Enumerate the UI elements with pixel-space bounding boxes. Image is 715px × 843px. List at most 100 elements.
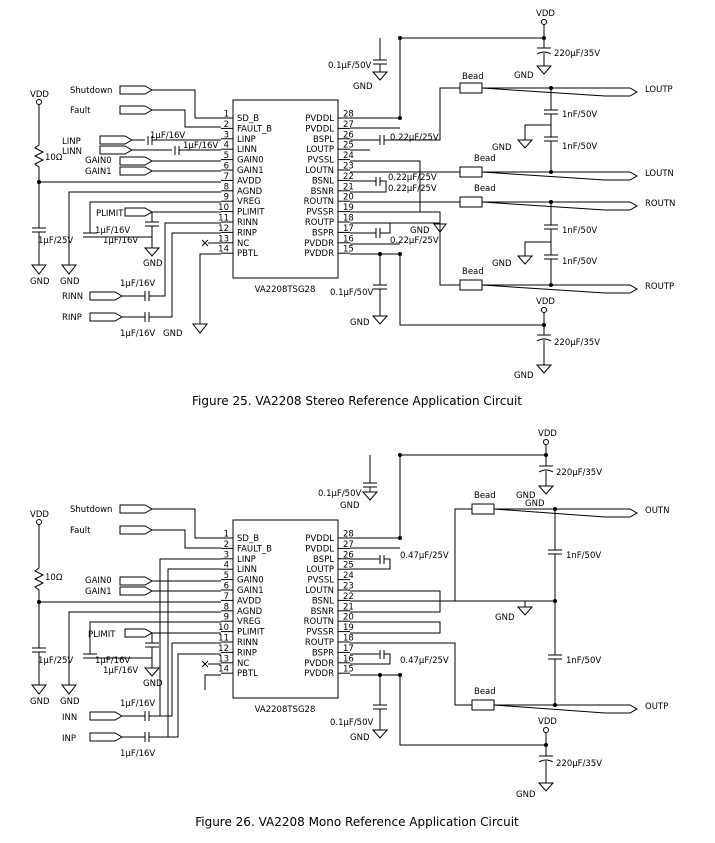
bspl-cap: [350, 555, 391, 570]
pin-number: 20: [343, 613, 354, 623]
pin-number: 21: [343, 182, 354, 192]
vdd-label-3: VDD: [536, 297, 555, 307]
cap-220uF-top: [537, 445, 555, 495]
pin-name: BSNL: [312, 176, 334, 186]
pin-name: AVDD: [237, 596, 262, 606]
pin-name: PVDDL: [305, 534, 334, 544]
bead-label: Bead: [474, 154, 496, 164]
gain1-label: GAIN1: [85, 587, 112, 597]
chip-right-pins: 28PVDDL27PVDDL26BSPL25LOUTP24PVSSL23LOUT…: [304, 110, 354, 260]
c-inn-label: 1μF/16V: [120, 699, 155, 709]
in-ports: [89, 711, 124, 742]
chip-body: [232, 519, 339, 699]
pin-number: 18: [343, 634, 354, 644]
pin-name: LINN: [237, 565, 257, 575]
c1n-label: 1nF/50V: [566, 656, 601, 666]
pin-number: 5: [224, 151, 229, 161]
fault-label: Fault: [70, 526, 91, 536]
pin-number: 21: [343, 602, 354, 612]
pbtl-wire: [191, 253, 221, 334]
pin-name: ROUTN: [304, 197, 334, 207]
pin-number: 2: [224, 540, 229, 550]
shutdown-port: [119, 85, 154, 95]
gain0-label: GAIN0: [85, 156, 112, 166]
gnd-label: GND: [353, 82, 373, 92]
pin-number: 19: [343, 623, 354, 633]
pin-number: 5: [224, 571, 229, 581]
c1n-label: 1nF/50V: [562, 226, 597, 236]
pin-name: PVDDL: [305, 544, 334, 554]
shutdown-wire: [152, 508, 221, 539]
gnd-label: GND: [492, 143, 512, 153]
pin-number: 26: [343, 130, 354, 140]
pbtl-wire: [204, 674, 221, 690]
gnd-label: GND: [30, 277, 50, 287]
pin-name: AGND: [237, 607, 263, 617]
plimit-wire: [143, 632, 221, 677]
nc-mark: [201, 239, 221, 247]
routn-wire: [350, 191, 639, 211]
gnd-label: GND: [410, 226, 430, 236]
loutp-wire: [350, 87, 460, 151]
outp-port: [493, 704, 639, 714]
routp-caps: [544, 202, 558, 285]
c-bsnl-label: 0.22μF/25V: [388, 173, 437, 183]
c-linp-label: 1μF/16V: [150, 131, 185, 141]
gnd-mid: [440, 600, 555, 616]
pin-number: 10: [218, 203, 229, 213]
shutdown-port: [119, 504, 154, 514]
vreg-wire: [83, 201, 221, 238]
gnd-label: GND: [514, 371, 534, 381]
cap-220uF-bottom: [535, 313, 553, 374]
pin-name: SD_B: [237, 114, 259, 124]
bead-loutp: [459, 82, 483, 94]
resistor-10ohm: [33, 105, 45, 182]
vdd-terminal: [543, 727, 549, 733]
pin-name: PBTL: [237, 249, 258, 259]
pin-number: 9: [224, 193, 229, 203]
loutp-port: [481, 87, 639, 97]
c1n-label: 1nF/50V: [562, 142, 597, 152]
pin-number: 18: [343, 214, 354, 224]
gain-ports: [119, 156, 154, 176]
pin-name: BSNL: [312, 596, 334, 606]
pin-name: PLIMIT: [237, 628, 265, 638]
c-bot-label: 0.1μF/50V: [330, 718, 373, 728]
in-wires: [122, 642, 221, 742]
gnd-label: GND: [143, 259, 163, 269]
pin-name: AGND: [237, 187, 263, 197]
c-avdd-label: 1μF/25V: [38, 656, 73, 666]
pin-number: 6: [224, 582, 229, 592]
pin-number: 24: [343, 151, 354, 161]
c-bspl-label: 0.47μF/25V: [400, 551, 449, 561]
pin-name: GAIN0: [237, 156, 264, 166]
gain1-label: GAIN1: [85, 167, 112, 177]
gnd-label: GND: [350, 733, 370, 743]
pin-name: GAIN0: [237, 576, 264, 586]
c220-label: 220μF/35V: [556, 759, 602, 769]
gnd-label: GND: [340, 501, 360, 511]
pin-name: PVSSL: [308, 576, 335, 586]
bead-label: Bead: [462, 267, 484, 277]
c-avdd-label: 1μF/25V: [38, 236, 73, 246]
fault-label: Fault: [70, 106, 91, 116]
gnd-label: GND: [163, 329, 183, 339]
c-rinn-label: 1μF/16V: [120, 279, 155, 289]
pin-name: LOUTN: [305, 586, 334, 596]
pin-number: 13: [218, 654, 229, 664]
lin-caps: [132, 136, 221, 155]
pin-name: BSNR: [311, 187, 334, 197]
c-bspl-label: 0.22μF/25V: [390, 133, 439, 143]
pin-name: FAULT_B: [237, 544, 272, 554]
gnd-label: GND: [350, 318, 370, 328]
gain-wires: [152, 160, 221, 172]
gnd-mid-l: [516, 124, 551, 149]
pin-number: 3: [224, 130, 229, 140]
pin-name: GAIN1: [237, 586, 264, 596]
plimit-port: [124, 628, 154, 638]
bead-outp: [471, 699, 495, 711]
pin-name: SD_B: [237, 534, 259, 544]
pin-number: 15: [343, 665, 354, 675]
